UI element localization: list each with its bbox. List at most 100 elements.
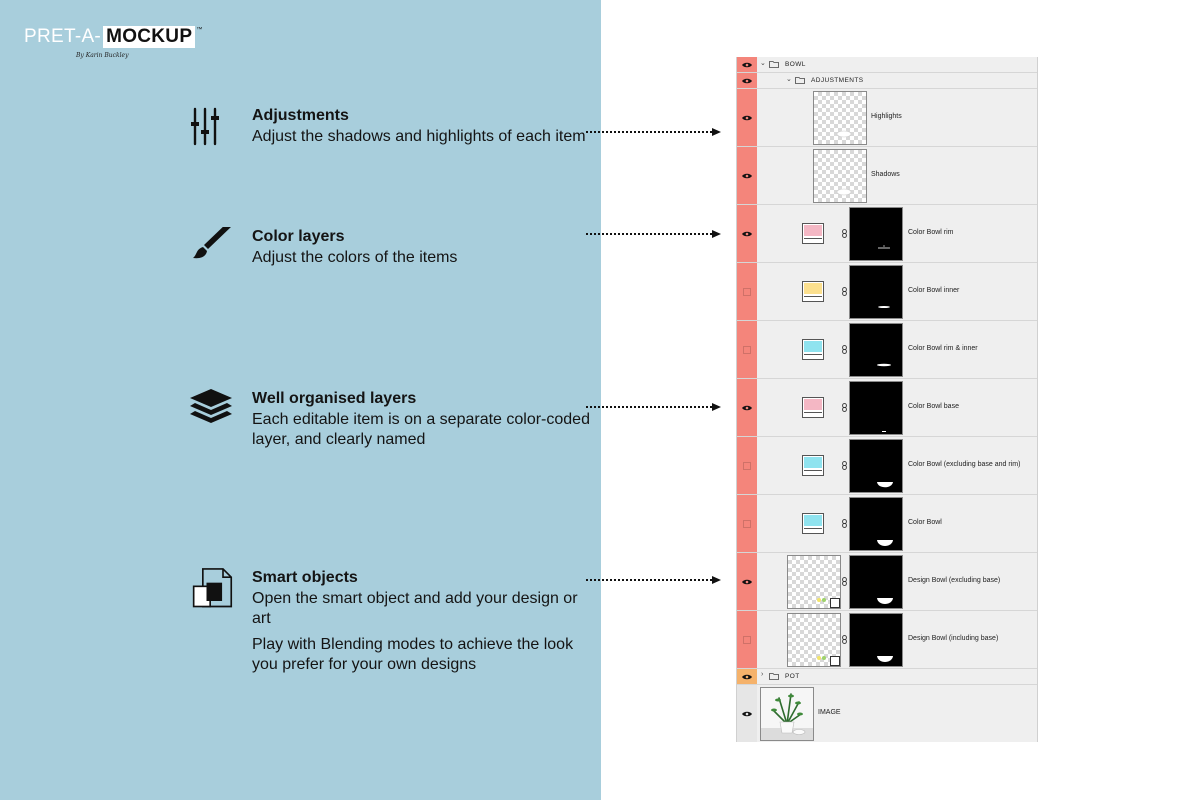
chain-link-icon (842, 635, 847, 644)
layer-mask-thumbnail[interactable] (849, 613, 903, 667)
layer-mask-thumbnail[interactable] (849, 323, 903, 377)
layer-name: Color Bowl (excluding base and rim) (908, 461, 1021, 468)
logo-byline: By Karin Buckley (76, 52, 129, 59)
color-fill-swatch[interactable] (802, 281, 824, 302)
chain-link-icon (842, 461, 847, 470)
layer-name: Design Bowl (including base) (908, 635, 999, 642)
visibility-toggle[interactable] (737, 147, 757, 204)
layer-mask-thumbnail[interactable] (849, 497, 903, 551)
eye-icon (742, 173, 752, 178)
layer-color-fill[interactable]: Color Bowl inner (737, 263, 1037, 321)
visibility-toggle[interactable] (737, 263, 757, 320)
layers-stack-icon (190, 389, 232, 423)
paintbrush-icon (193, 227, 231, 259)
eye-icon (742, 674, 752, 679)
visibility-toggle[interactable] (737, 611, 757, 668)
chain-link-icon (842, 345, 847, 354)
visibility-toggle[interactable] (737, 379, 757, 436)
layer-mask-thumbnail[interactable] (849, 555, 903, 609)
layer-name: POT (785, 673, 800, 680)
layer-mask-thumbnail[interactable] (849, 439, 903, 493)
color-fill-swatch[interactable] (802, 513, 824, 534)
layer-color-fill[interactable]: Color Bowl rim (737, 205, 1037, 263)
layer-name: ADJUSTMENTS (811, 77, 864, 84)
swatch-line (804, 412, 822, 413)
layer-mask-thumbnail[interactable] (849, 207, 903, 261)
layer-design-smart-object[interactable]: Design Bowl (including base) (737, 611, 1037, 669)
layer-name: Color Bowl inner (908, 287, 960, 294)
swatch-color (804, 457, 822, 468)
layer-mask-thumbnail[interactable] (849, 265, 903, 319)
color-fill-swatch[interactable] (802, 455, 824, 476)
swatch-line (804, 470, 822, 471)
layer-color-fill[interactable]: Color Bowl (excluding base and rim) (737, 437, 1037, 495)
layer-highlights[interactable]: Highlights (737, 89, 1037, 147)
feature-description: Adjust the colors of the items (252, 249, 458, 266)
feature-description: Each editable item is on a separate colo… (252, 411, 590, 448)
layer-color-fill[interactable]: Color Bowl base (737, 379, 1037, 437)
layer-group-adjustments[interactable]: ⌄ ADJUSTMENTS (737, 73, 1037, 89)
layer-shadows[interactable]: Shadows (737, 147, 1037, 205)
swatch-color (804, 225, 822, 236)
image-thumbnail (760, 687, 814, 741)
visibility-toggle[interactable] (737, 89, 757, 146)
swatch-color (804, 399, 822, 410)
mask-bowl-shape (877, 656, 893, 662)
chevron-down-icon[interactable]: ⌄ (786, 76, 792, 83)
smart-object-icon (192, 568, 233, 608)
color-fill-swatch[interactable] (802, 397, 824, 418)
visibility-toggle[interactable] (737, 495, 757, 552)
folder-icon (769, 673, 779, 680)
smart-object-badge-icon (830, 656, 840, 666)
visibility-toggle[interactable] (737, 73, 757, 88)
pointer-arrow (586, 403, 721, 411)
smart-object-thumbnail[interactable] (787, 555, 841, 609)
mask-rim-shape (878, 245, 890, 249)
folder-icon (795, 77, 805, 84)
mask-inner-shape (878, 306, 890, 308)
feature-description: Open the smart object and add your desig… (252, 590, 578, 627)
eye-icon (742, 711, 752, 716)
layer-design-smart-object[interactable]: Design Bowl (excluding base) (737, 553, 1037, 611)
layer-image[interactable]: IMAGE (737, 685, 1037, 742)
pointer-arrow (586, 230, 721, 238)
layer-group-pot[interactable]: › POT (737, 669, 1037, 685)
hidden-visibility-box (743, 519, 751, 528)
layer-mask-thumbnail[interactable] (849, 381, 903, 435)
visibility-toggle[interactable] (737, 685, 757, 742)
visibility-toggle[interactable] (737, 437, 757, 494)
layer-color-fill[interactable]: Color Bowl rim & inner (737, 321, 1037, 379)
color-fill-swatch[interactable] (802, 339, 824, 360)
chevron-down-icon[interactable]: ⌄ (760, 60, 766, 67)
brand-logo: PRET-A- MOCKUP ™ By Karin Buckley (24, 26, 202, 59)
hidden-visibility-box (743, 461, 751, 470)
swatch-line (804, 528, 822, 529)
visibility-toggle[interactable] (737, 669, 757, 684)
layer-name: BOWL (785, 61, 806, 68)
swatch-line (804, 354, 822, 355)
swatch-color (804, 341, 822, 352)
chain-link-icon (842, 229, 847, 238)
swatch-line (804, 296, 822, 297)
visibility-toggle[interactable] (737, 553, 757, 610)
layer-name: Color Bowl rim & inner (908, 345, 978, 352)
layer-name: Design Bowl (excluding base) (908, 577, 1001, 584)
chevron-right-icon[interactable]: › (761, 671, 764, 678)
color-fill-swatch[interactable] (802, 223, 824, 244)
artwork-icon (817, 598, 826, 602)
layer-thumbnail (813, 149, 867, 203)
layer-group-bowl[interactable]: ⌄ BOWL (737, 57, 1037, 73)
eye-icon (742, 579, 752, 584)
visibility-toggle[interactable] (737, 57, 757, 72)
plant-image-icon (761, 693, 813, 740)
feature-title: Smart objects (252, 569, 358, 586)
smart-object-badge-icon (830, 598, 840, 608)
feature-title: Well organised layers (252, 390, 417, 407)
visibility-toggle[interactable] (737, 205, 757, 262)
layer-color-fill[interactable]: Color Bowl (737, 495, 1037, 553)
eye-icon (742, 78, 752, 83)
mask-bowl-shape (877, 598, 893, 604)
smart-object-thumbnail[interactable] (787, 613, 841, 667)
pointer-arrow (586, 576, 721, 584)
visibility-toggle[interactable] (737, 321, 757, 378)
